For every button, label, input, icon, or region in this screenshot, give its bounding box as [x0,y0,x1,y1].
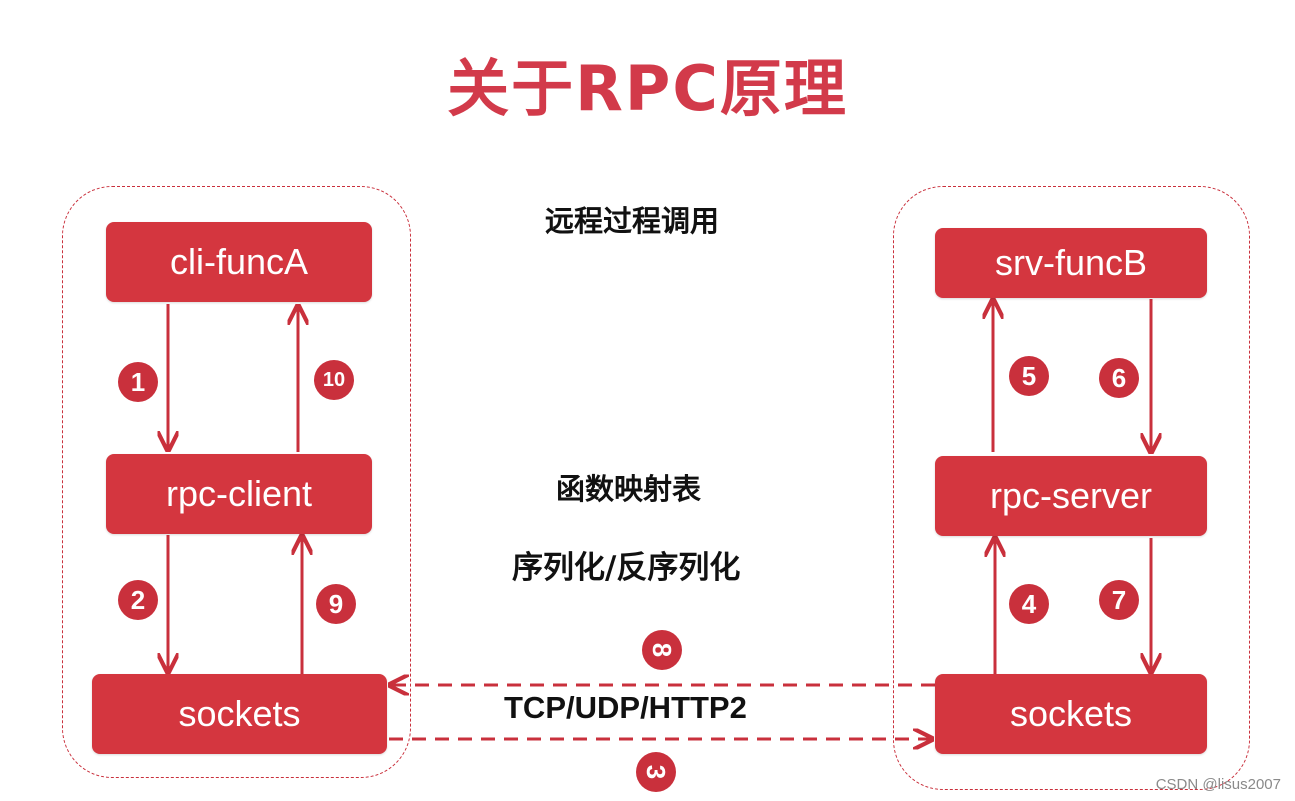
step-badge-9: 9 [316,584,356,624]
remote-call-label: 远程过程调用 [545,204,720,238]
protocol-label: TCP/UDP/HTTP2 [504,690,747,725]
cli-func-box: cli-funcA [106,222,372,302]
serialize-label: 序列化/反序列化 [512,550,741,586]
step-badge-8: 8 [642,630,682,670]
step-badge-6: 6 [1099,358,1139,398]
client-sockets-box: sockets [92,674,387,754]
step-badge-7: 7 [1099,580,1139,620]
step-badge-4: 4 [1009,584,1049,624]
func-map-label: 函数映射表 [556,472,702,506]
step-badge-2: 2 [118,580,158,620]
client-group [62,186,411,778]
server-group [893,186,1250,790]
step-badge-5: 5 [1009,356,1049,396]
step-badge-1: 1 [118,362,158,402]
step-badge-10: 10 [314,360,354,400]
rpc-client-box: rpc-client [106,454,372,534]
server-sockets-box: sockets [935,674,1207,754]
page-title: 关于RPC原理 [447,52,848,125]
srv-func-box: srv-funcB [935,228,1207,298]
rpc-server-box: rpc-server [935,456,1207,536]
watermark: CSDN @lisus2007 [1155,776,1281,793]
step-badge-3: 3 [636,752,676,792]
